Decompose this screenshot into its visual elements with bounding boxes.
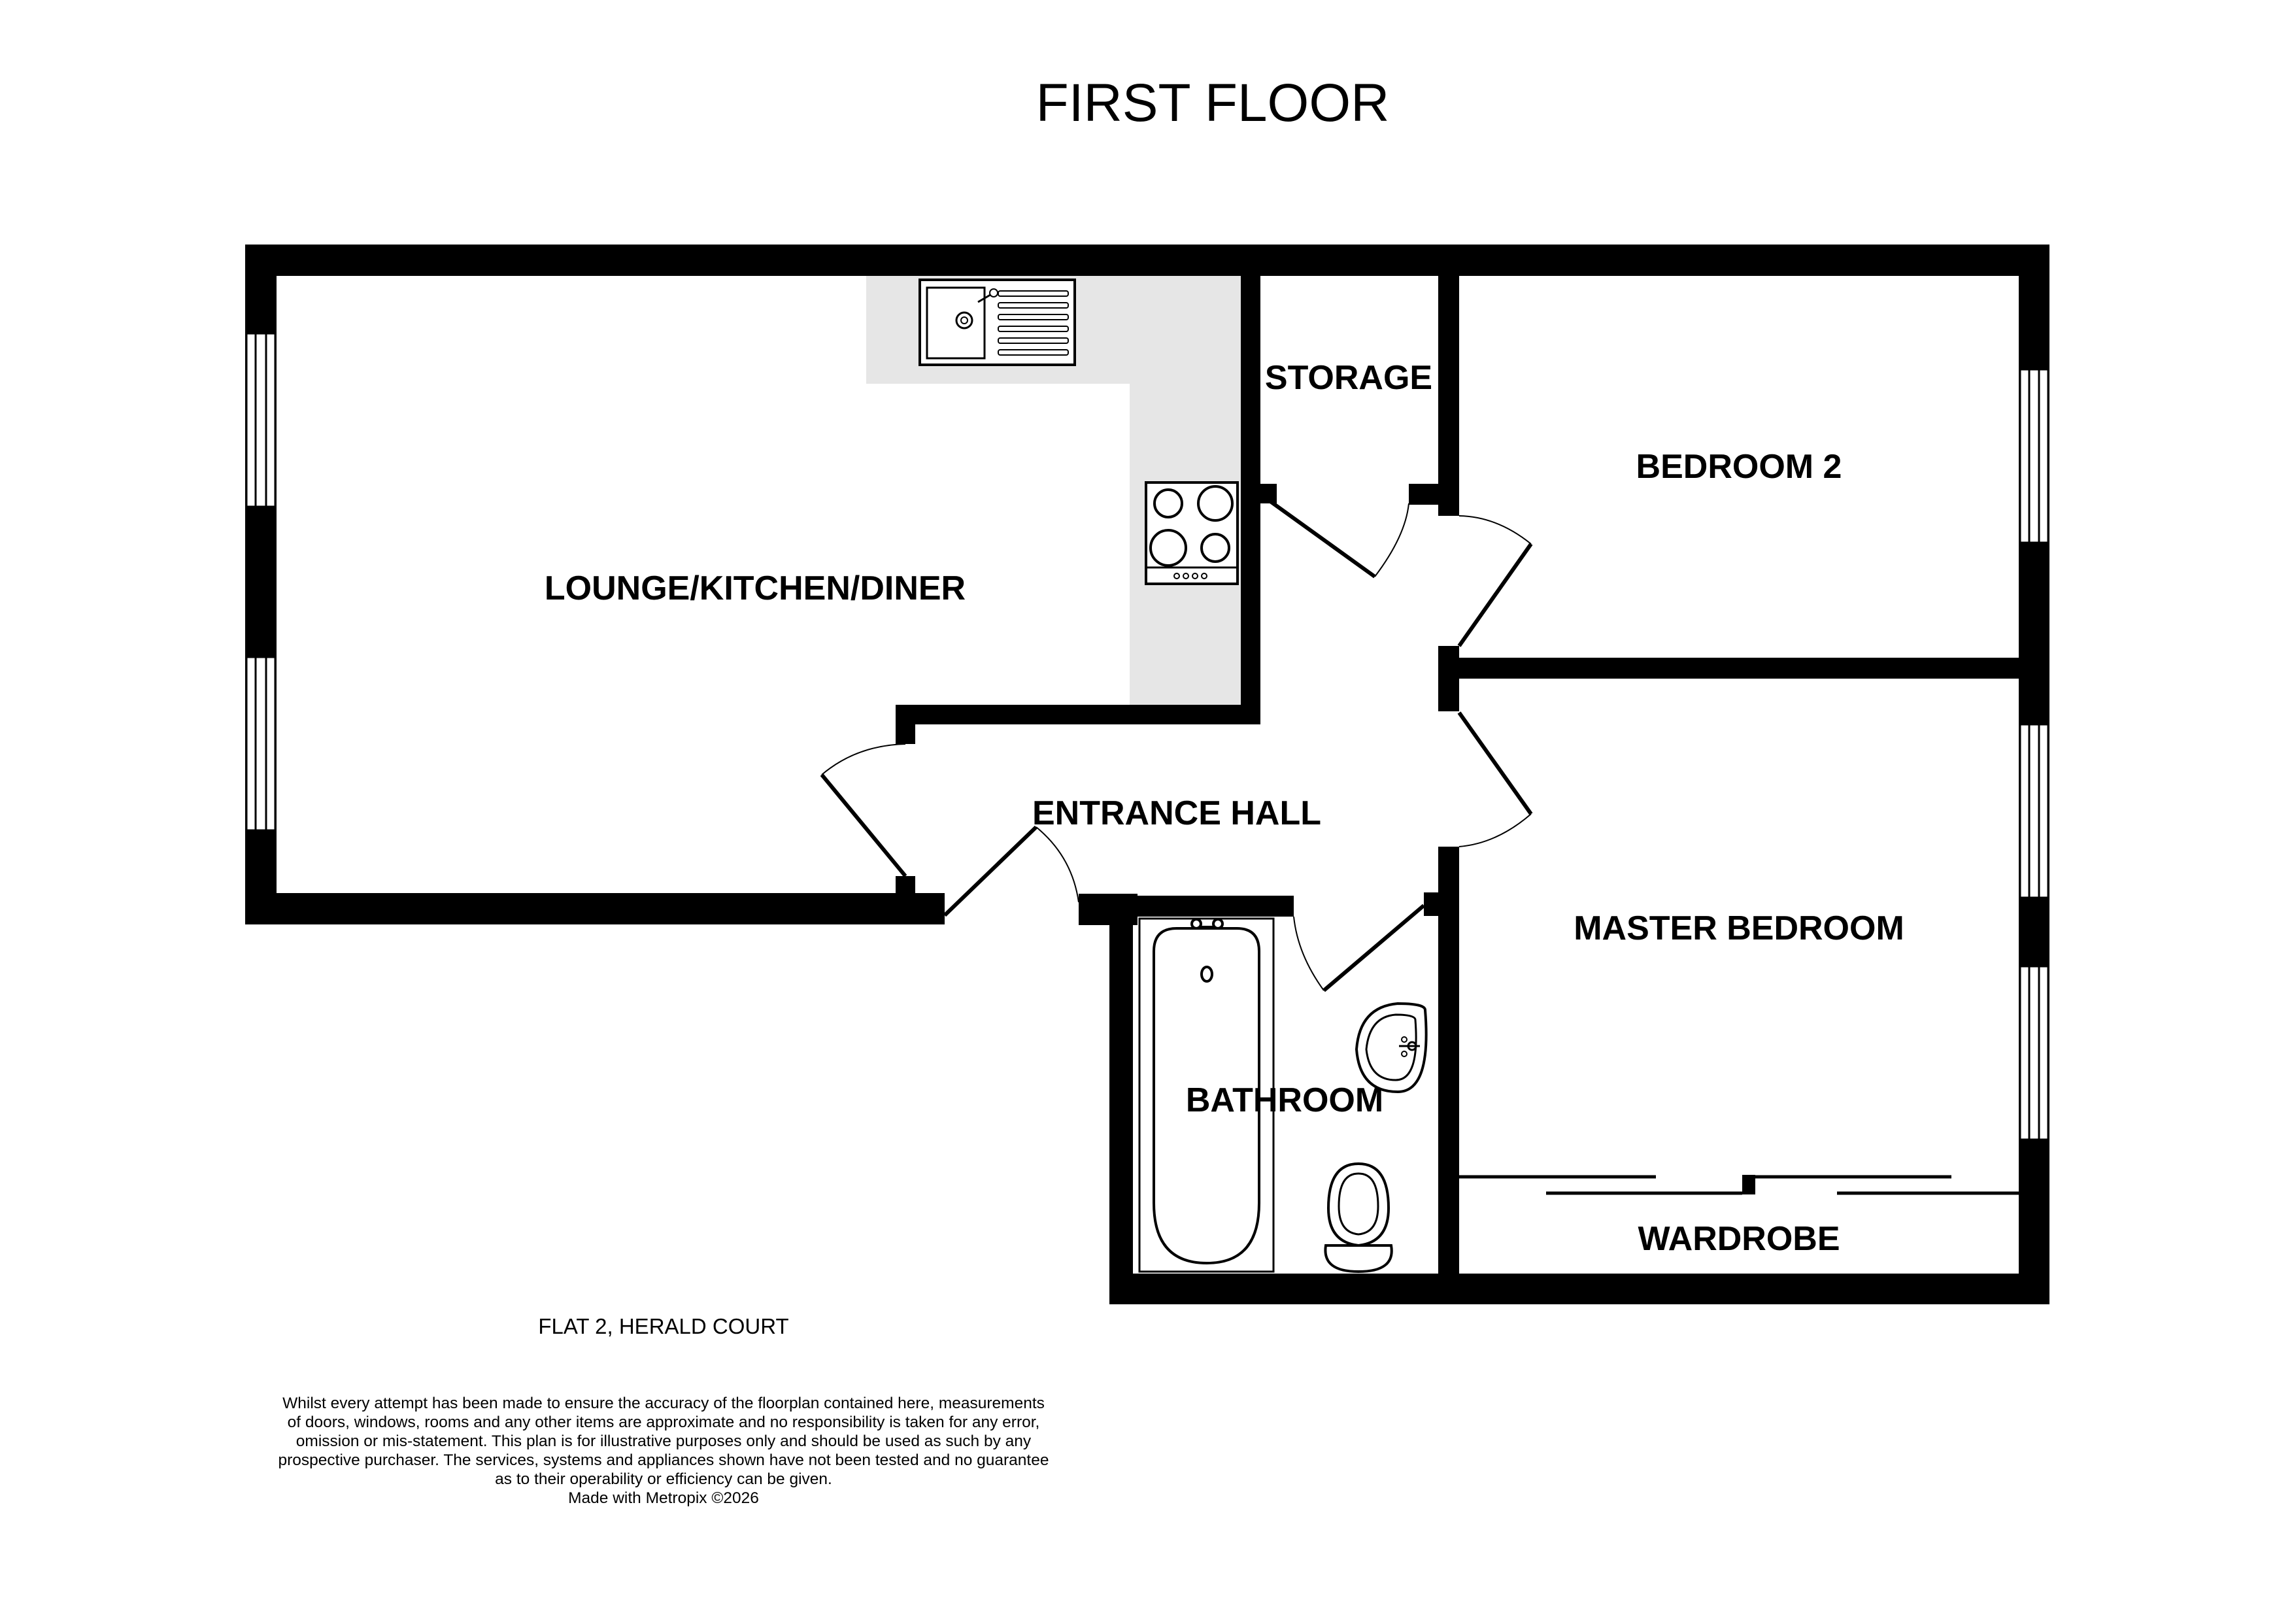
floor-title: FIRST FLOOR <box>1036 73 1390 133</box>
door-swing-icon <box>820 492 1533 992</box>
disclaimer: Whilst every attempt has been made to en… <box>248 1394 1079 1508</box>
hob-icon <box>1145 481 1239 585</box>
window-icon <box>245 332 2049 1141</box>
disclaimer-credit: Made with Metropix ©2026 <box>568 1489 759 1507</box>
disclaimer-line: omission or mis-statement. This plan is … <box>295 1432 1032 1450</box>
bath-icon <box>1138 917 1275 1273</box>
disclaimer-line: prospective purchaser. The services, sys… <box>278 1451 1049 1469</box>
kitchen-counter <box>866 276 1242 706</box>
disclaimer-line: Whilst every attempt has been made to en… <box>282 1395 1045 1412</box>
toilet-icon <box>1324 1162 1393 1274</box>
front-door-jamb <box>915 893 945 924</box>
property-address: FLAT 2, HERALD COURT <box>538 1314 789 1338</box>
room-label-entrance-hall: ENTRANCE HALL <box>1032 794 1321 832</box>
room-label-storage: STORAGE <box>1265 359 1432 397</box>
room-label-wardrobe: WARDROBE <box>1638 1220 1840 1258</box>
wardrobe-doors <box>1459 1175 2019 1195</box>
basin-icon <box>1355 1002 1428 1094</box>
room-label-bathroom: BATHROOM <box>1186 1081 1383 1119</box>
disclaimer-line: of doors, windows, rooms and any other i… <box>287 1413 1040 1431</box>
disclaimer-line: as to their operability or efficiency ca… <box>495 1470 832 1488</box>
room-label-master-bedroom: MASTER BEDROOM <box>1574 909 1904 947</box>
room-label-bedroom-2: BEDROOM 2 <box>1636 448 1842 486</box>
room-label-lounge: LOUNGE/KITCHEN/DINER <box>545 569 966 607</box>
sink-icon <box>918 279 1076 366</box>
